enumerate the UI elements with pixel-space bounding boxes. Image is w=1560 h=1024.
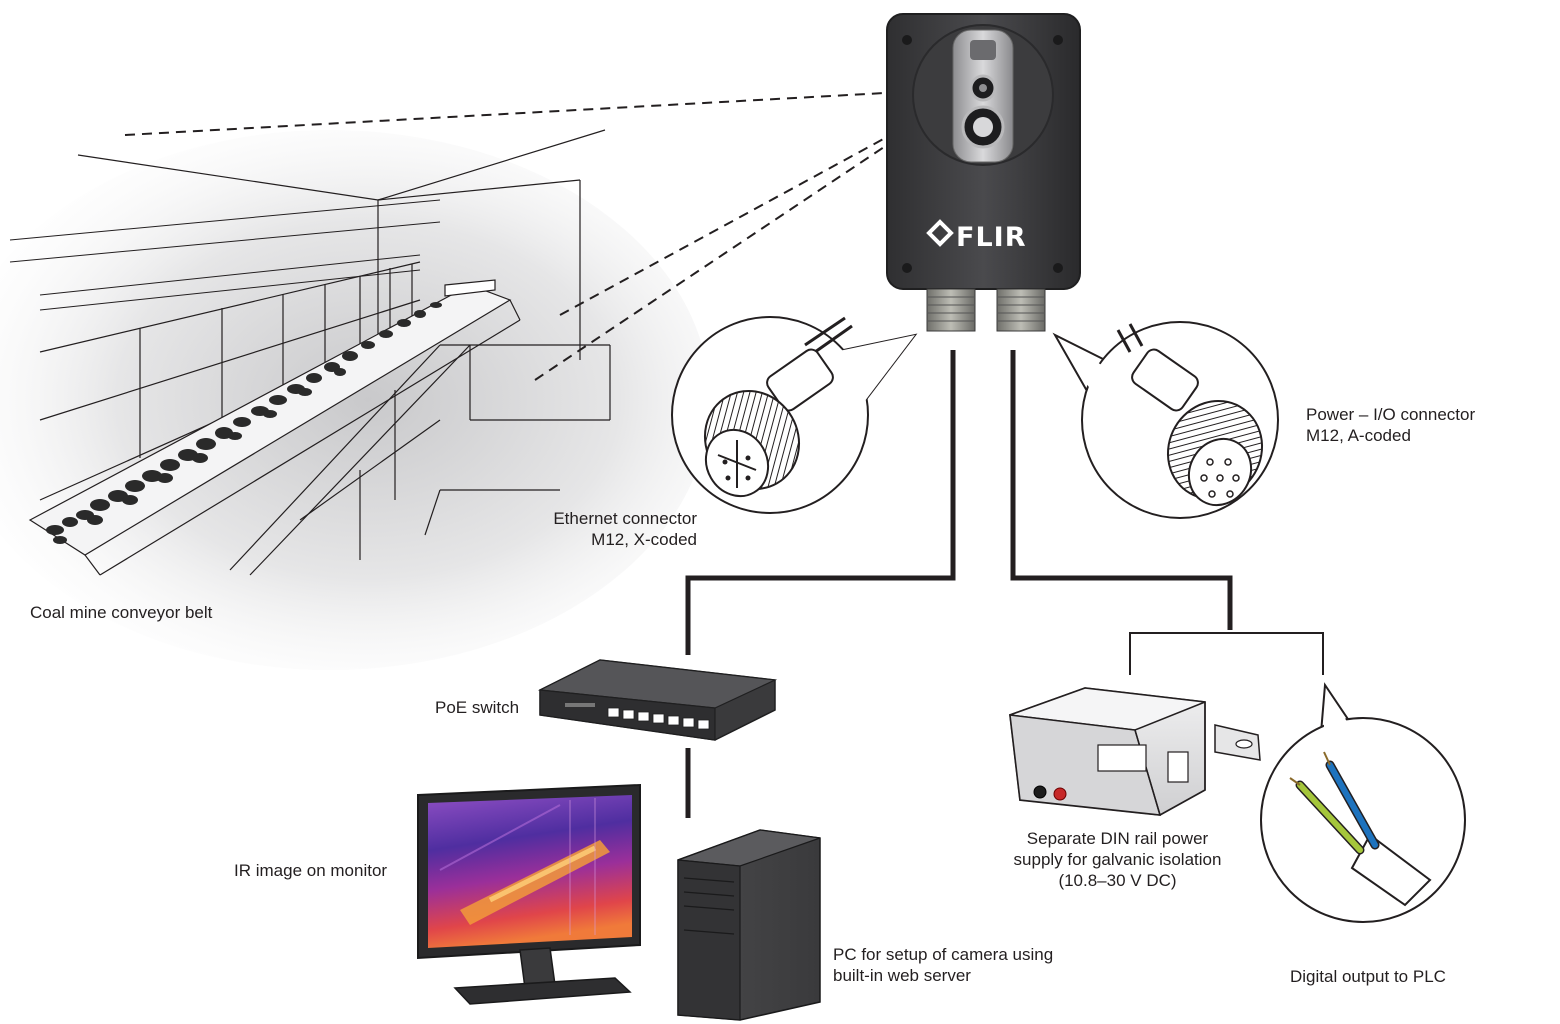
power-supply-label: Separate DIN rail power supply for galva… [985,828,1250,891]
power-supply-label-line1: Separate DIN rail power [1026,829,1209,848]
digital-output-callout [1260,682,1466,923]
ethernet-connector-label: Ethernet connector M12, X-coded [480,508,697,550]
power-connector-label-line1: Power – I/O connector [1306,405,1476,424]
power-supply-label-line3: (10.8–30 V DC) [1058,871,1177,890]
power-connector-label-line2: M12, A-coded [1306,426,1411,445]
digital-output-label: Digital output to PLC [1290,967,1446,986]
ethernet-connector-callout [671,316,918,514]
ethernet-connector-label-line1: Ethernet connector [553,509,697,528]
pc-label-line2: built-in web server [833,966,971,985]
cables [685,350,1233,818]
flir-logo-icon [926,219,954,247]
ethernet-connector-icon [703,316,853,498]
camera-brand: FLIR [956,222,1027,253]
wire-icon [1289,751,1432,907]
poe-switch-label: PoE switch [435,698,520,717]
din-rail-power-supply [1009,687,1261,816]
pc-label: PC for setup of camera using built-in we… [833,944,1053,986]
pc-label-line1: PC for setup of camera using [833,945,1054,964]
conveyor-illustration [0,129,710,670]
output-branches [1129,632,1324,675]
poe-switch [537,659,778,741]
ir-monitor-label: IR image on monitor [234,861,388,880]
power-connector-label: Power – I/O connector M12, A-coded [1306,404,1475,446]
ethernet-connector-label-line2: M12, X-coded [591,530,697,549]
monitor [417,783,641,1005]
pc-tower [677,829,821,1021]
power-io-connector-icon [1116,323,1264,507]
conveyor-label: Coal mine conveyor belt [30,603,213,622]
ir-image [439,798,610,935]
thermal-camera: FLIR [886,13,1081,332]
power-connector-callout [1052,321,1279,519]
power-supply-label-line2: supply for galvanic isolation [1013,850,1222,869]
